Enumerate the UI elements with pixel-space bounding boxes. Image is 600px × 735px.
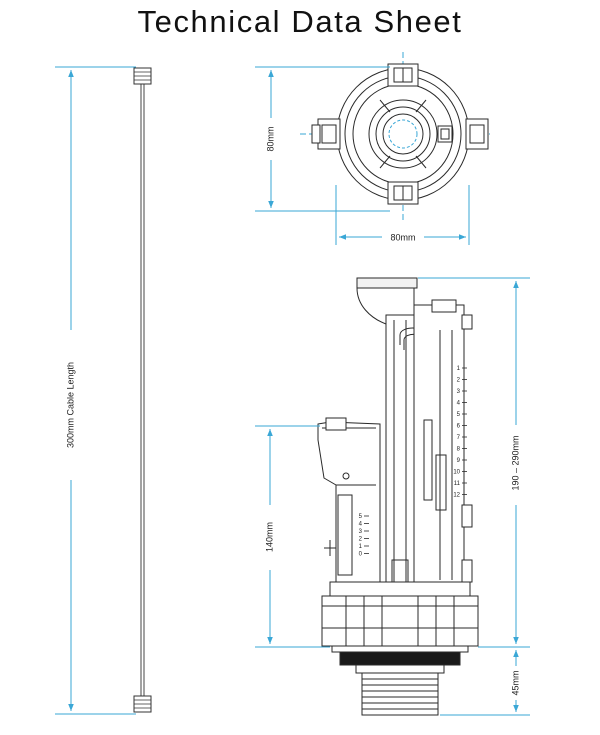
top-width-label: 80mm [390, 232, 415, 242]
rail-scale-mark-2: 2 [457, 378, 461, 384]
float-scale-mark-4: 4 [359, 522, 363, 528]
rail-scale-mark-3: 3 [457, 389, 461, 395]
cable-length-label: 300mm Cable Length [65, 362, 75, 448]
valve-height-label: 190 – 290mm [510, 435, 520, 490]
float-scale-mark-1: 1 [359, 544, 363, 550]
rail-scale-mark-5: 5 [457, 412, 461, 418]
top-width-dimension: 80mm [335, 185, 470, 245]
float-scale-mark-3: 3 [359, 529, 363, 535]
float-scale: 5 43 21 0 [359, 514, 369, 558]
top-view-drawing [300, 52, 490, 222]
float-height-label: 140mm [264, 522, 274, 552]
valve-side-view-drawing [317, 277, 479, 716]
float-height-dimension: 140mm [255, 425, 330, 648]
cable-length-dimension: 300mm Cable Length [55, 66, 136, 715]
thread-height-label: 45mm [510, 670, 520, 695]
top-height-label: 80mm [265, 126, 275, 151]
page-title: Technical Data Sheet [137, 4, 463, 39]
rail-scale-mark-9: 9 [457, 458, 461, 464]
float-scale-mark-2: 2 [359, 537, 363, 543]
rail-scale-mark-10: 10 [453, 470, 460, 476]
float-scale-mark-5: 5 [359, 514, 363, 520]
cable-drawing [133, 67, 152, 713]
rail-scale-mark-1: 1 [457, 366, 461, 372]
rail-scale-mark-8: 8 [457, 447, 461, 453]
top-height-dimension: 80mm [255, 66, 390, 212]
rail-scale-mark-4: 4 [457, 401, 461, 407]
valve-height-dimension: 190 – 290mm [418, 277, 530, 648]
rail-scale-mark-11: 11 [454, 481, 461, 487]
thread-height-dimension: 45mm [440, 650, 530, 716]
rail-scale-mark-6: 6 [457, 424, 461, 430]
rail-scale-mark-7: 7 [457, 435, 461, 441]
rail-scale-mark-12: 12 [453, 493, 460, 499]
float-scale-mark-0: 0 [359, 552, 363, 558]
